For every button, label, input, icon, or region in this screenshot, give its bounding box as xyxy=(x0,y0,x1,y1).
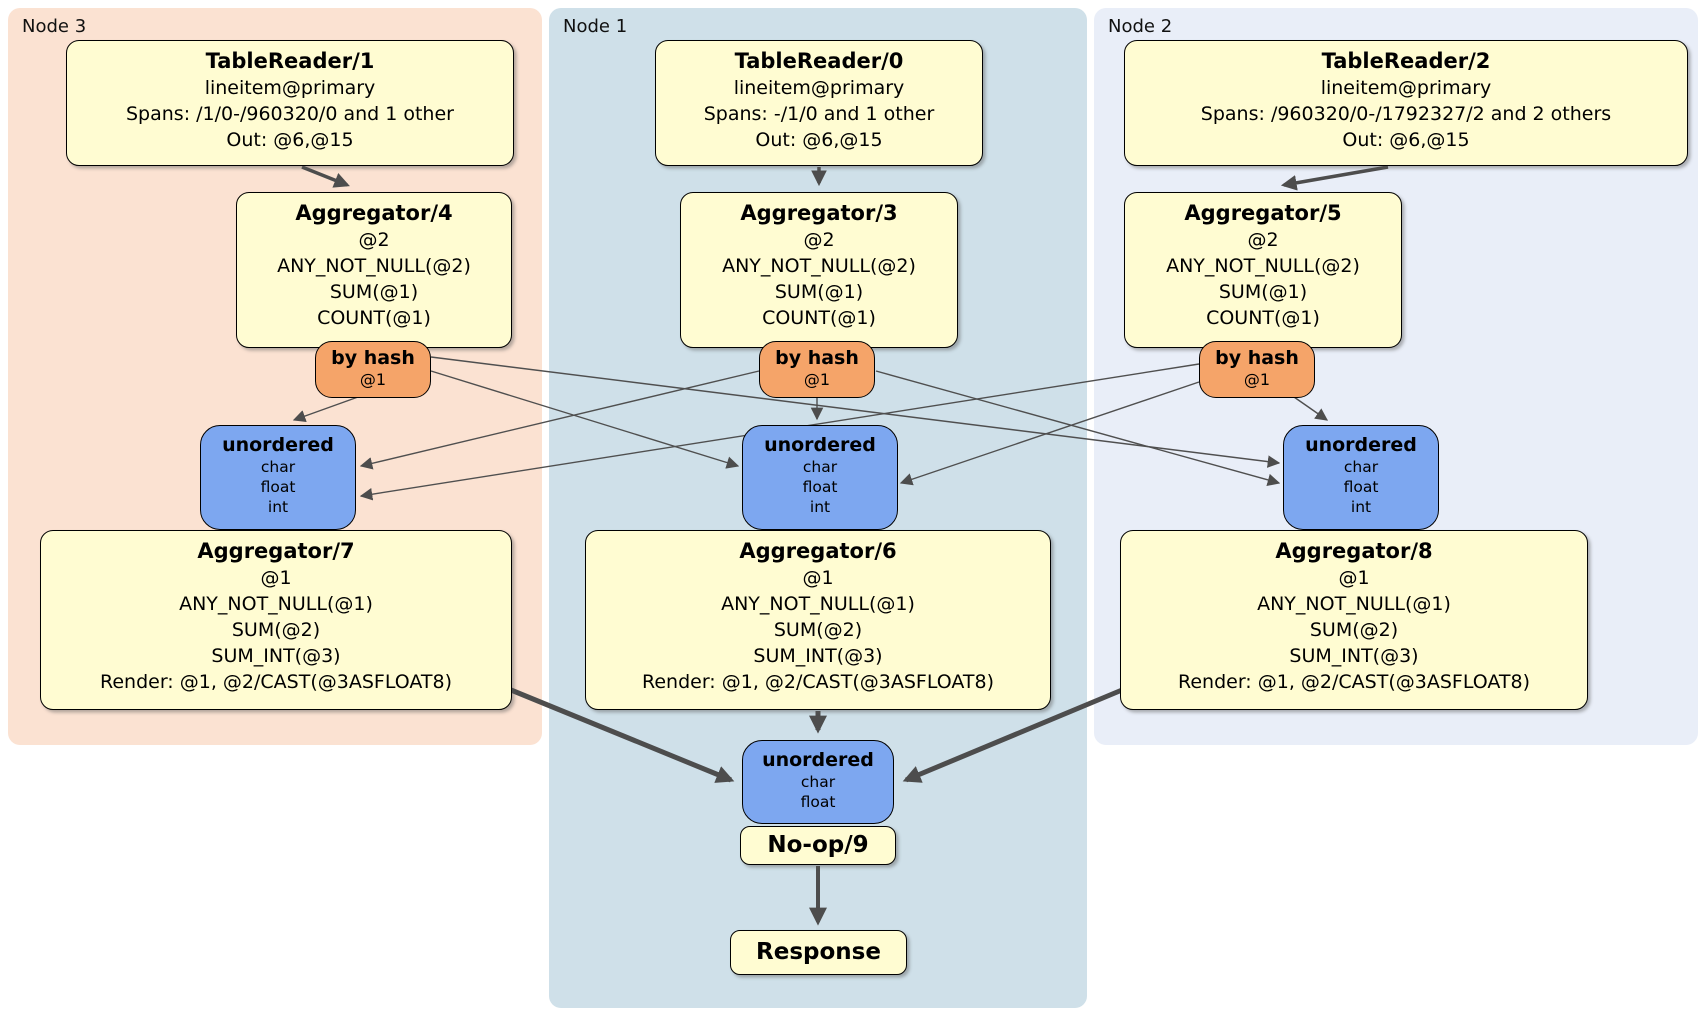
box-line: COUNT(@1) xyxy=(317,307,431,329)
tablereader-1-box: TableReader/1 lineitem@primary Spans: /1… xyxy=(66,40,514,166)
box-line: SUM_INT(@3) xyxy=(753,645,883,667)
box-line: lineitem@primary xyxy=(204,77,376,99)
tablereader-to-aggregator-arrows xyxy=(301,165,1389,191)
box-title: Aggregator/6 xyxy=(739,539,897,563)
box-line: Render: @1, @2/CAST(@3ASFLOAT8) xyxy=(1178,671,1530,693)
router-key: @1 xyxy=(359,370,387,389)
unordered-sync-node1: unordered char float int xyxy=(742,425,898,530)
box-line: ANY_NOT_NULL(@1) xyxy=(721,593,915,615)
box-line: @1 xyxy=(1338,567,1370,589)
box-line: Out: @6,@15 xyxy=(1342,129,1470,151)
unordered-sync-node3: unordered char float int xyxy=(200,425,356,530)
box-title: TableReader/0 xyxy=(734,49,904,73)
aggregator-5-box: Aggregator/5 @2 ANY_NOT_NULL(@2) SUM(@1)… xyxy=(1124,192,1402,348)
aggregator-6-box: Aggregator/6 @1 ANY_NOT_NULL(@1) SUM(@2)… xyxy=(585,530,1051,710)
box-line: Spans: /1/0-/960320/0 and 1 other xyxy=(126,103,454,125)
box-line: Out: @6,@15 xyxy=(755,129,883,151)
sync-type: int xyxy=(267,498,289,516)
router-title: by hash xyxy=(775,347,859,369)
hash-router-node2: by hash @1 xyxy=(1199,341,1315,398)
aggregator-3-box: Aggregator/3 @2 ANY_NOT_NULL(@2) SUM(@1)… xyxy=(680,192,958,348)
sync-type: char xyxy=(260,458,296,476)
box-line: lineitem@primary xyxy=(1320,77,1492,99)
box-line: @1 xyxy=(260,567,292,589)
sync-title: unordered xyxy=(762,749,874,771)
box-line: SUM(@1) xyxy=(774,281,864,303)
sync-type: float xyxy=(260,478,296,496)
sync-title: unordered xyxy=(764,434,876,456)
box-line: @2 xyxy=(1247,229,1279,251)
box-line: SUM(@2) xyxy=(1309,619,1399,641)
box-line: @1 xyxy=(802,567,834,589)
box-line: COUNT(@1) xyxy=(1206,307,1320,329)
box-title: Aggregator/7 xyxy=(197,539,355,563)
hash-router-node3: by hash @1 xyxy=(315,341,431,398)
sync-type: int xyxy=(809,498,831,516)
aggregator-8-box: Aggregator/8 @1 ANY_NOT_NULL(@1) SUM(@2)… xyxy=(1120,530,1588,710)
aggregator-4-box: Aggregator/4 @2 ANY_NOT_NULL(@2) SUM(@1)… xyxy=(236,192,512,348)
sync-title: unordered xyxy=(222,434,334,456)
router-key: @1 xyxy=(1243,370,1271,389)
box-line: @2 xyxy=(803,229,835,251)
tablereader-2-box: TableReader/2 lineitem@primary Spans: /9… xyxy=(1124,40,1688,166)
box-line: Render: @1, @2/CAST(@3ASFLOAT8) xyxy=(642,671,994,693)
sync-type: char xyxy=(800,773,836,791)
node3-label: Node 3 xyxy=(22,16,87,37)
node2-label: Node 2 xyxy=(1108,16,1173,37)
response-box: Response xyxy=(730,930,907,975)
box-title: Aggregator/3 xyxy=(740,201,898,225)
box-line: Render: @1, @2/CAST(@3ASFLOAT8) xyxy=(100,671,452,693)
box-line: ANY_NOT_NULL(@2) xyxy=(277,255,471,277)
sync-type: float xyxy=(1343,478,1379,496)
unordered-sync-final: unordered char float xyxy=(742,740,894,824)
node1-label: Node 1 xyxy=(563,16,628,37)
box-line: ANY_NOT_NULL(@1) xyxy=(179,593,373,615)
box-line: ANY_NOT_NULL(@1) xyxy=(1257,593,1451,615)
sync-type: char xyxy=(1343,458,1379,476)
box-line: ANY_NOT_NULL(@2) xyxy=(1166,255,1360,277)
box-line: SUM(@2) xyxy=(773,619,863,641)
box-line: SUM(@1) xyxy=(1218,281,1308,303)
box-line: Spans: /960320/0-/1792327/2 and 2 others xyxy=(1200,103,1612,125)
tablereader-0-box: TableReader/0 lineitem@primary Spans: -/… xyxy=(655,40,983,166)
box-line: @2 xyxy=(358,229,390,251)
box-line: SUM_INT(@3) xyxy=(211,645,341,667)
box-line: Spans: -/1/0 and 1 other xyxy=(703,103,935,125)
sync-type: char xyxy=(802,458,838,476)
box-line: SUM_INT(@3) xyxy=(1289,645,1419,667)
box-line: Out: @6,@15 xyxy=(226,129,354,151)
sync-type: float xyxy=(800,793,836,811)
router-title: by hash xyxy=(1215,347,1299,369)
aggregator-to-final-sync-arrows xyxy=(510,687,1123,783)
box-line: SUM(@2) xyxy=(231,619,321,641)
box-title: TableReader/1 xyxy=(205,49,375,73)
sync-type: int xyxy=(1350,498,1372,516)
noop-box: No-op/9 xyxy=(740,826,896,865)
box-title: Aggregator/5 xyxy=(1184,201,1342,225)
sync-type: float xyxy=(802,478,838,496)
box-line: lineitem@primary xyxy=(733,77,905,99)
box-title: Aggregator/8 xyxy=(1275,539,1433,563)
box-line: ANY_NOT_NULL(@2) xyxy=(722,255,916,277)
unordered-sync-node2: unordered char float int xyxy=(1283,425,1439,530)
aggregator-7-box: Aggregator/7 @1 ANY_NOT_NULL(@1) SUM(@2)… xyxy=(40,530,512,710)
box-line: COUNT(@1) xyxy=(762,307,876,329)
box-title: Aggregator/4 xyxy=(295,201,453,225)
box-title: TableReader/2 xyxy=(1321,49,1491,73)
sync-title: unordered xyxy=(1305,434,1417,456)
router-key: @1 xyxy=(803,370,831,389)
box-line: SUM(@1) xyxy=(329,281,419,303)
hash-router-node1: by hash @1 xyxy=(759,341,875,398)
router-title: by hash xyxy=(331,347,415,369)
